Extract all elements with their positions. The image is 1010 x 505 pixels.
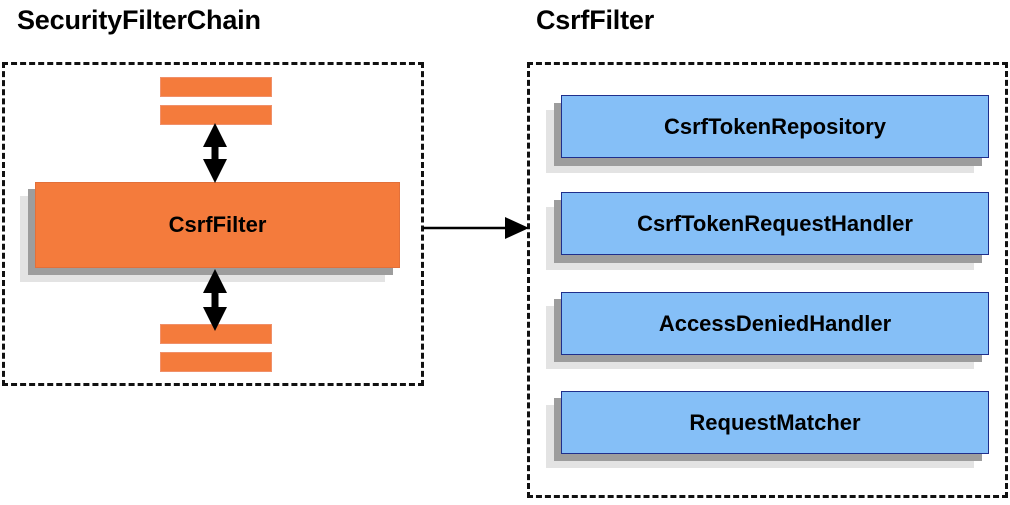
collaborator-box-csrf-token-request-handler[interactable]: CsrfTokenRequestHandler xyxy=(561,192,989,255)
security-filter-chain-panel xyxy=(2,62,424,386)
expansion-arrow-icon xyxy=(423,217,529,239)
page-title-security-filter-chain: SecurityFilterChain xyxy=(17,5,261,35)
csrf-filter-panel xyxy=(527,62,1008,498)
filter-stub-bar-bottom-lower xyxy=(160,352,272,372)
filter-stub-bar-top-lower xyxy=(160,105,272,125)
collaborator-box-access-denied-handler[interactable]: AccessDeniedHandler xyxy=(561,292,989,355)
filter-stub-bar-bottom-upper xyxy=(160,324,272,344)
filter-stub-bar-top-upper xyxy=(160,77,272,97)
collaborator-box-csrf-token-repository[interactable]: CsrfTokenRepository xyxy=(561,95,989,158)
collaborator-box-request-matcher[interactable]: RequestMatcher xyxy=(561,391,989,454)
csrf-filter-box[interactable]: CsrfFilter xyxy=(35,182,400,268)
page-title-csrf-filter: CsrfFilter xyxy=(536,5,655,35)
